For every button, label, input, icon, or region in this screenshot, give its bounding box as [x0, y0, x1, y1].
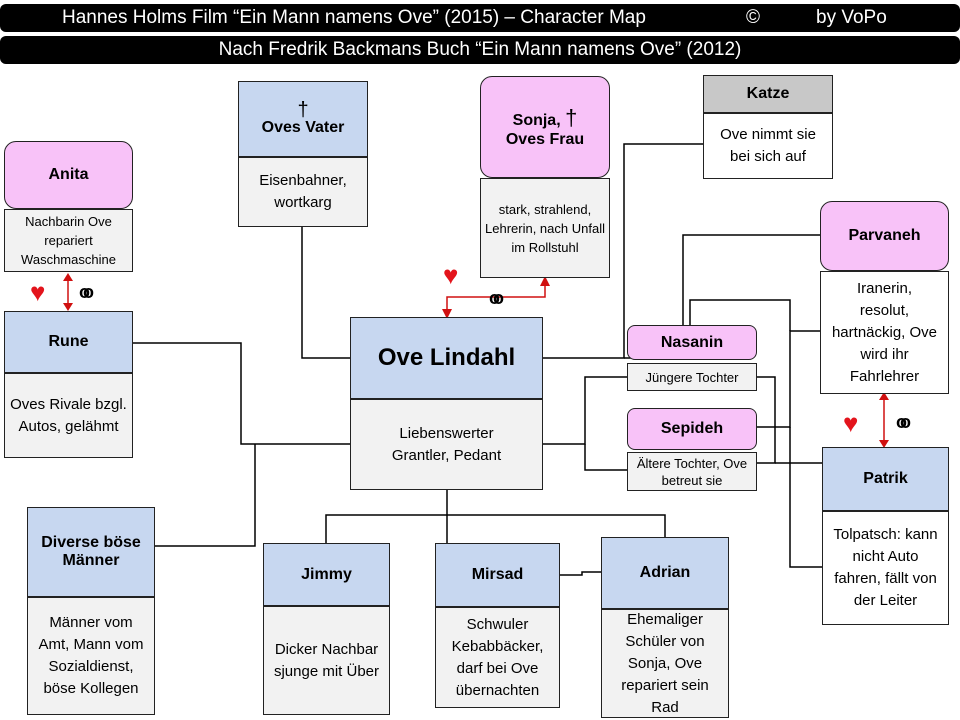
vater-desc: Eisenbahner, wortkarg	[238, 157, 368, 227]
ove-desc: Liebenswerter Grantler, Pedant	[350, 399, 543, 490]
banner-author: by VoPo	[816, 7, 887, 28]
connector-rune-ove	[133, 342, 350, 445]
connector-ove-katze	[543, 143, 703, 359]
anita-desc: Nachbarin Ove repariert Waschmaschine	[4, 209, 133, 272]
mirsad-desc: Schwuler Kebabbäcker, darf bei Ove übern…	[435, 607, 560, 708]
dagger-icon: †	[565, 105, 578, 130]
connector-ove-sonja	[446, 278, 546, 317]
title-banner: Hannes Holms Film “Ein Mann namens Ove” …	[0, 4, 960, 32]
rings-icon: oo	[896, 412, 911, 432]
vater-header: † Oves Vater	[238, 81, 368, 157]
connector-patrik-daughters	[757, 376, 776, 464]
jimmy-desc: Dicker Nachbarsjunge mit Über	[263, 606, 390, 715]
heart-icon: ♥	[843, 408, 859, 438]
katze-header: Katze	[703, 75, 833, 113]
katze-desc: Ove nimmt sie bei sich auf	[703, 113, 833, 179]
vater-name: Oves Vater	[261, 119, 345, 136]
connector-ove-sepideh	[584, 444, 627, 471]
nasanin-header: Nasanin	[627, 325, 757, 360]
anita-header: Anita	[4, 141, 133, 209]
adrian-desc: Ehemaliger Schüler von Sonja, Ove repari…	[601, 609, 729, 718]
sepideh-header: Sepideh	[627, 408, 757, 450]
connector-ove-jimmy	[325, 514, 447, 543]
connector-parvaneh-sepideh	[757, 330, 820, 428]
sonja-header: Sonja, † Oves Frau	[480, 76, 610, 178]
ove-header: Ove Lindahl	[350, 317, 543, 399]
adrian-header: Adrian	[601, 537, 729, 609]
heart-icon: ♥	[443, 260, 459, 290]
connector-parvaneh-nasanin	[689, 299, 791, 331]
patrik-desc: Tolpatsch: kann nicht Auto fahren, fällt…	[822, 511, 949, 625]
parvaneh-desc: Iranerin, resolut, hartnäckig, Ove wird …	[820, 271, 949, 394]
rune-desc: Oves Rivale bzgl. Autos, gelähmt	[4, 373, 133, 458]
mirsad-header: Mirsad	[435, 543, 560, 607]
connector-ove-adrian	[446, 490, 666, 537]
maenner-desc: Männer vom Amt, Mann vom Sozialdienst, b…	[27, 597, 155, 715]
sonja-desc: stark, strahlend, Lehrerin, nach Unfall …	[480, 178, 610, 278]
rune-header: Rune	[4, 311, 133, 373]
banner-title: Hannes Holms Film “Ein Mann namens Ove” …	[62, 7, 646, 28]
rings-icon: oo	[79, 282, 94, 302]
connector-patrik-parvaneh	[789, 427, 822, 568]
connector-vater-ove	[301, 227, 350, 359]
sonja-name-line1: Sonja, †	[512, 105, 578, 130]
banner-subtitle: Nach Fredrik Backmans Buch “Ein Mann nam…	[218, 39, 742, 60]
copyright-symbol: ©	[746, 7, 760, 28]
parvaneh-header: Parvaneh	[820, 201, 949, 271]
nasanin-desc: Jüngere Tochter	[627, 363, 757, 391]
maenner-header: Diverse böse Männer	[27, 507, 155, 597]
rings-icon: oo	[489, 288, 504, 308]
dagger-icon: †	[297, 99, 309, 121]
heart-icon: ♥	[30, 277, 46, 307]
sepideh-desc: Ältere Tochter, Ove betreut sie	[627, 452, 757, 491]
sonja-name-line2: Oves Frau	[505, 131, 585, 148]
patrik-header: Patrik	[822, 447, 949, 511]
connector-mirsad-adrian	[560, 571, 601, 576]
jimmy-header: Jimmy	[263, 543, 390, 606]
subtitle-banner: Nach Fredrik Backmans Buch “Ein Mann nam…	[0, 36, 960, 64]
connector-ove-nasanin	[543, 376, 627, 445]
connector-maenner-ove	[155, 444, 256, 547]
